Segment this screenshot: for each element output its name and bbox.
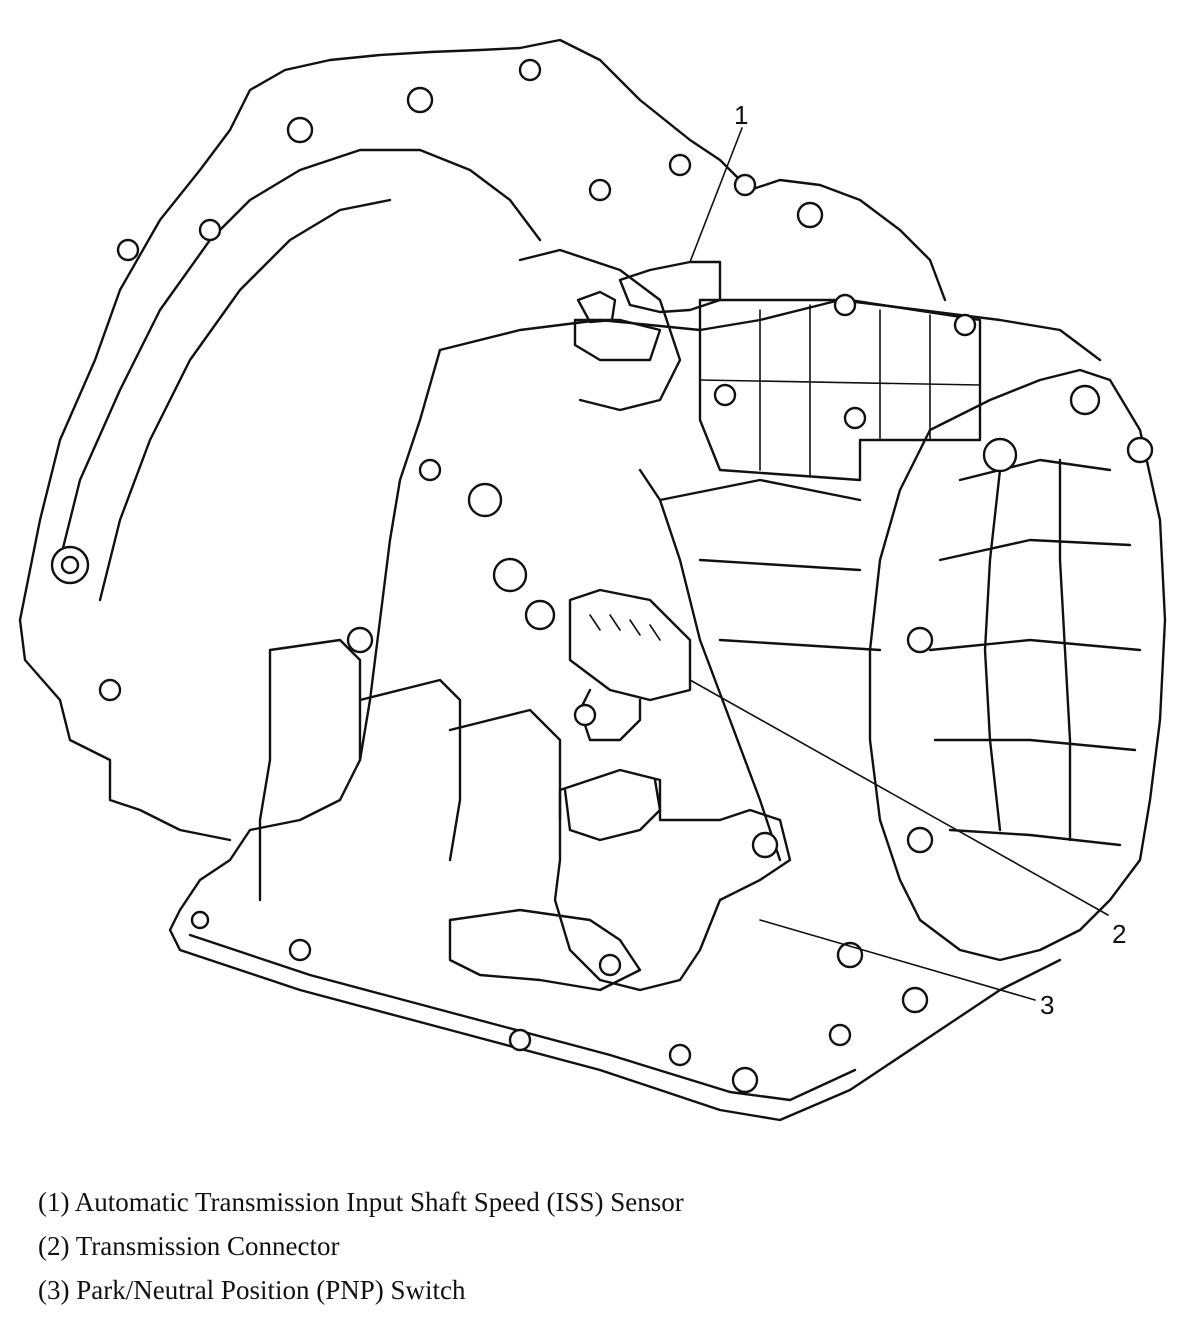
bolt-holes [50, 58, 1154, 1094]
connector-pins [589, 614, 661, 641]
transmission-drawing [18, 38, 1167, 1122]
ribbed-top-cells [699, 304, 981, 476]
leader-line-2 [689, 679, 1109, 916]
bell-housing-lower [18, 618, 232, 842]
oil-pan-outline [168, 908, 1062, 1122]
pnp-switch-lever [448, 908, 642, 992]
legend: (1) Automatic Transmission Input Shaft S… [38, 1180, 684, 1312]
iss-sensor-base [573, 318, 662, 362]
pnp-switch-body [553, 768, 792, 992]
callout-2-label: 2 [1112, 919, 1127, 949]
side-cover-outline [868, 368, 1167, 962]
bell-housing-rim [98, 198, 392, 602]
legend-item-3: (3) Park/Neutral Position (PNP) Switch [38, 1275, 466, 1305]
main-case-top [438, 298, 1102, 362]
callout-3-label: 3 [1040, 990, 1055, 1020]
case-barrel [638, 468, 882, 862]
lower-pod-right [448, 708, 562, 822]
lower-pod-middle [358, 678, 462, 862]
transmission-connector [568, 588, 692, 702]
ribbed-top-frame [698, 298, 982, 482]
bell-housing-inner [58, 148, 542, 562]
upper-boss [518, 248, 682, 412]
leader-line-3 [759, 919, 1036, 1001]
legend-item-2: (2) Transmission Connector [38, 1231, 340, 1261]
leader-line-1 [689, 127, 743, 263]
main-case-front [178, 348, 442, 912]
side-cover-ribs [928, 458, 1142, 847]
callout-1-label: 1 [734, 100, 749, 130]
bell-housing-outline [18, 38, 947, 622]
oil-pan-lip [188, 933, 857, 1102]
pnp-switch-connector [563, 778, 662, 842]
legend-item-1: (1) Automatic Transmission Input Shaft S… [38, 1187, 684, 1217]
iss-sensor [576, 260, 722, 324]
lower-pod-left [258, 638, 362, 902]
